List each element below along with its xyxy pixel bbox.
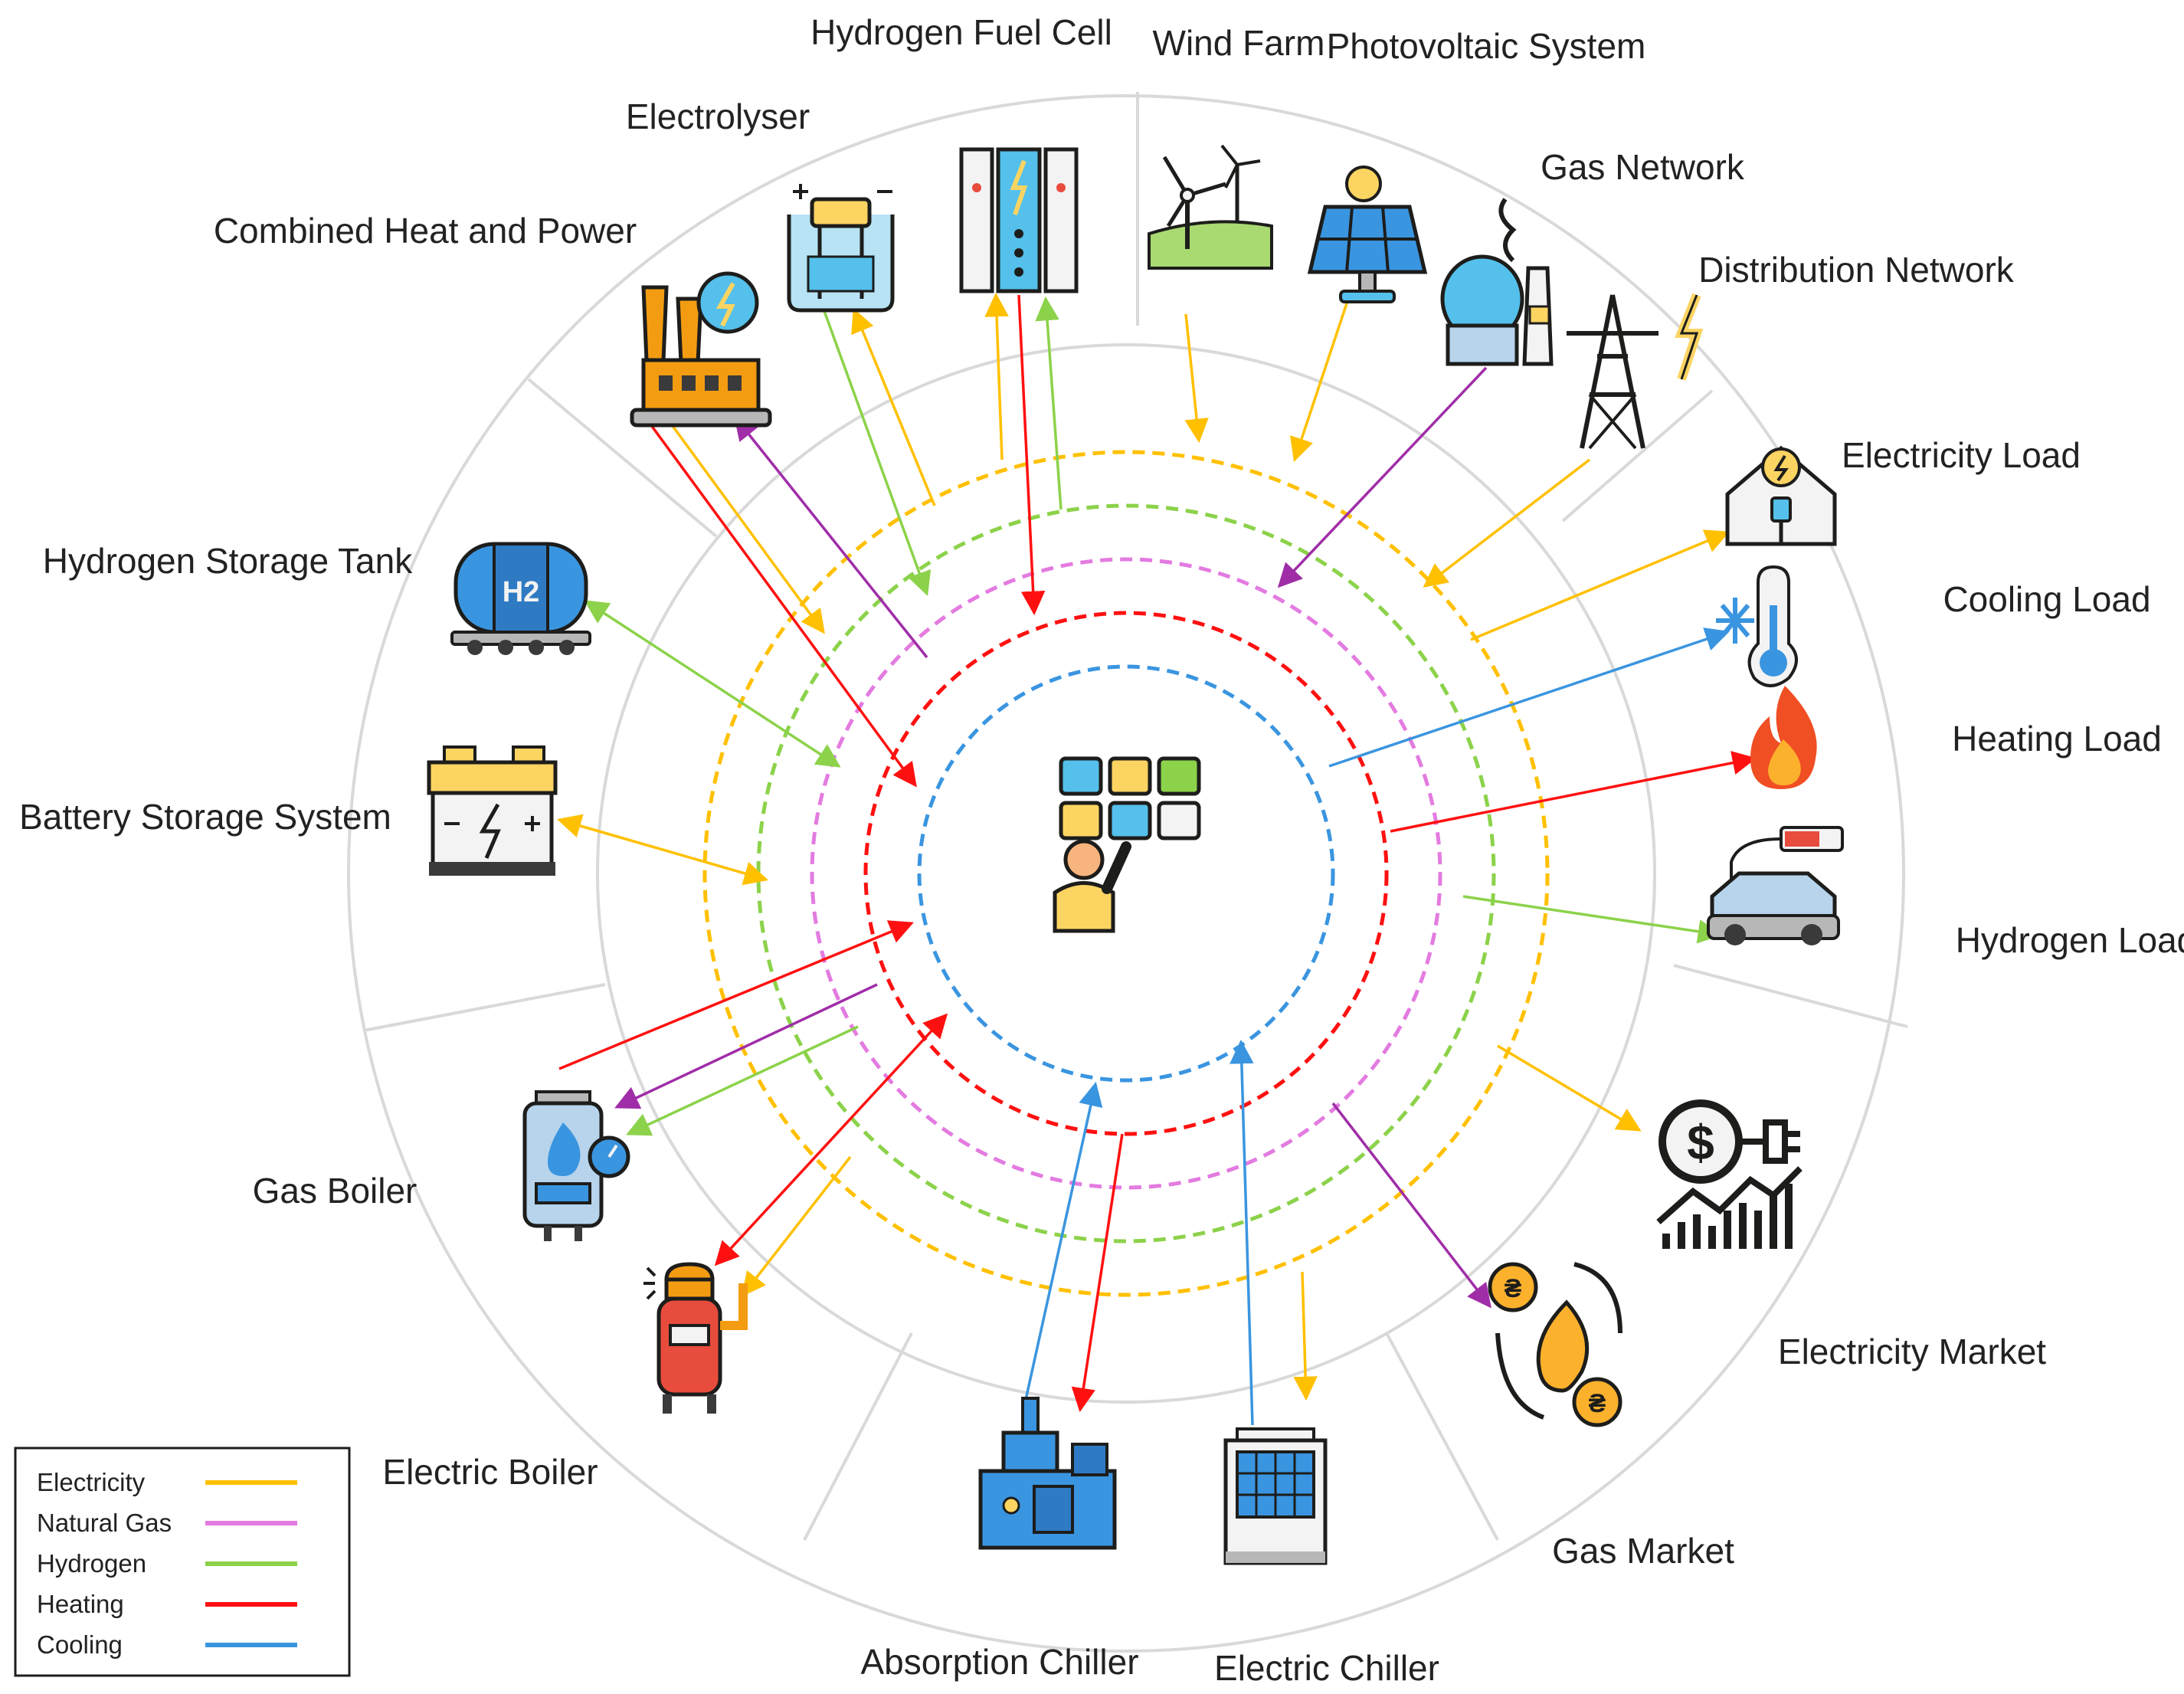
legend-item: Heating [37, 1590, 297, 1618]
label-electricity-load: Electricity Load [1842, 435, 2081, 475]
energy-flow-arrows [556, 292, 1757, 1426]
arrow-electricchiller-to-cooling [1230, 1039, 1254, 1426]
energy-bus-rings [702, 450, 1550, 1297]
house-electricity-icon [1725, 445, 1837, 546]
arrow-gas-to-gasboiler [614, 983, 878, 1109]
arrow-electricboiler-to-heating [714, 1013, 948, 1266]
hydrogen-bus [756, 503, 1496, 1243]
arrow-heating-to-absorptionchiller [1071, 1133, 1124, 1413]
arrow-gasnetwork-to-gas [1277, 366, 1488, 588]
legend-item: Natural Gas [37, 1509, 297, 1537]
label-battery-storage-system: Battery Storage System [19, 797, 391, 837]
power-tower-icon [1567, 293, 1704, 450]
label-electric-chiller: Electric Chiller [1214, 1648, 1439, 1688]
label-wind-farm: Wind Farm [1153, 23, 1325, 63]
dollar-symbol: $ [1687, 1115, 1714, 1170]
arrow-gas-market [1331, 1102, 1491, 1309]
arrow-pv-to-electricity [1290, 298, 1350, 462]
label-hydrogen-fuel-cell: Hydrogen Fuel Cell [810, 12, 1112, 52]
arrow-gas-to-chp [734, 415, 928, 659]
operator-control-panel-icon [1053, 756, 1201, 933]
natural-gas-bus [810, 557, 1442, 1190]
hydrogen-tank-icon: H2 [450, 542, 591, 655]
label-gas-boiler: Gas Boiler [253, 1171, 417, 1211]
arrow-electricity-market [1497, 1044, 1642, 1132]
label-heating-load: Heating Load [1952, 719, 2162, 759]
arrow-cooling-load [1328, 627, 1730, 768]
legend-label: Hydrogen [37, 1549, 146, 1578]
fuel-cell-icon [959, 147, 1079, 293]
coin-symbol: ₴ [1589, 1389, 1606, 1418]
legend-label: Electricity [37, 1468, 146, 1496]
label-absorption-chiller: Absorption Chiller [860, 1642, 1138, 1682]
flame-icon [1750, 686, 1817, 789]
car-battery-icon [427, 745, 558, 876]
chp-factory-icon [630, 271, 772, 428]
label-distribution-network: Distribution Network [1698, 250, 2015, 290]
arrow-hydrogen-to-gasboiler [626, 1025, 859, 1136]
cooling-bus [917, 664, 1335, 1083]
arrow-electrolyser-to-hydrogen [820, 302, 932, 596]
arrow-hydrogen-to-fuelcell [1035, 296, 1063, 510]
arrow-wind-to-electricity [1184, 313, 1209, 444]
label-gas-network: Gas Network [1541, 147, 1745, 187]
legend-label: Cooling [37, 1630, 123, 1659]
label-combined-heat-and-power: Combined Heat and Power [214, 211, 637, 251]
electric-chiller-icon [1223, 1427, 1328, 1565]
arrow-electricity-to-electrolyser [851, 308, 936, 506]
label-hydrogen-load: Hydrogen Load [1956, 920, 2184, 960]
arrow-chp-to-electricity [665, 416, 825, 634]
arrow-electricity-load [1470, 529, 1730, 641]
arrow-battery [556, 814, 769, 886]
wind-turbine-icon [1148, 144, 1273, 270]
arrow-heating-load [1390, 751, 1757, 833]
absorption-chiller-icon [978, 1397, 1117, 1550]
node-labels: Hydrogen Fuel Cell Wind Farm Photovoltai… [19, 12, 2184, 1688]
heating-bus [863, 611, 1389, 1136]
legend-item: Cooling [37, 1630, 297, 1659]
legend-label: Heating [37, 1590, 124, 1618]
arrow-electricity-to-fuelcell [984, 292, 1009, 460]
electrolyser-icon [787, 184, 895, 313]
electric-boiler-icon [643, 1262, 748, 1414]
label-electric-boiler: Electric Boiler [382, 1452, 598, 1492]
label-electrolyser: Electrolyser [626, 97, 810, 136]
legend-item: Hydrogen [37, 1549, 297, 1578]
arrow-hydrogen-load [1462, 895, 1723, 944]
gas-market-icon: ₴ ₴ [1488, 1262, 1622, 1427]
arrow-electricity-to-electricboiler [742, 1155, 852, 1297]
gas-boiler-icon [522, 1090, 630, 1241]
label-cooling-load: Cooling Load [1943, 579, 2150, 619]
arrow-hydrogen-storage [584, 600, 841, 768]
legend-item: Electricity [37, 1468, 297, 1496]
arrow-distribution-to-electricity [1423, 458, 1591, 588]
label-gas-market: Gas Market [1552, 1531, 1734, 1571]
arrow-electricity-to-electricchiller [1293, 1271, 1318, 1401]
background-rings [347, 92, 1908, 1653]
legend-label: Natural Gas [37, 1509, 172, 1537]
arrow-fuelcell-to-heating [1017, 294, 1046, 616]
electric-car-icon [1707, 826, 1844, 945]
arrow-gasboiler-to-heating [558, 920, 914, 1070]
arrow-absorptionchiller-to-cooling [1021, 1081, 1103, 1414]
electricity-bus [702, 450, 1550, 1297]
label-electricity-market: Electricity Market [1778, 1332, 2046, 1371]
gas-tank-icon [1440, 198, 1554, 366]
thermometer-snowflake-icon [1716, 565, 1798, 687]
label-hydrogen-storage-tank: Hydrogen Storage Tank [43, 541, 413, 581]
electricity-market-icon: $ [1656, 1099, 1803, 1249]
solar-panel-icon [1307, 165, 1428, 303]
h2-label: H2 [503, 576, 540, 608]
label-photovoltaic-system: Photovoltaic System [1327, 26, 1646, 66]
coin-symbol: ₴ [1505, 1274, 1522, 1303]
